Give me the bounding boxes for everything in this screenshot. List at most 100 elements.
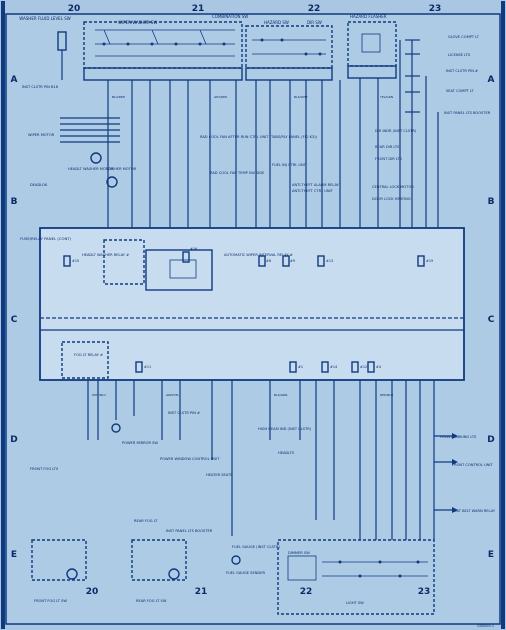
- col-label-22-bottom: 22: [300, 587, 313, 597]
- fuse-8: [258, 255, 266, 267]
- fuse-11-label: #11: [144, 365, 151, 369]
- glove-compt-lt-label: GLOVE COMPT LT: [448, 35, 480, 39]
- washer-motor-label: WASHER MOTOR: [106, 167, 137, 171]
- col-label-23-top: 23: [429, 4, 442, 14]
- fuel-gauge-label: FUEL GAUGE (INST CLSTR): [232, 545, 280, 549]
- license-lts-label: LICENSE LTS: [448, 53, 471, 57]
- row-label-e-left: E: [11, 550, 17, 560]
- inst-clstr-pin-top-label: INST CLSTR PIN #: [446, 69, 478, 73]
- wiper-motor-wires: [60, 117, 120, 143]
- row-label-c-left: C: [11, 315, 18, 325]
- central-lock-motor-label: CENTRAL LOCK MOTOR: [372, 185, 414, 189]
- fuse-14-label: #14: [330, 365, 337, 369]
- fuse-9-label: #9: [290, 259, 295, 263]
- fuse-4: [367, 361, 375, 373]
- row-label-a-left: A: [11, 75, 18, 85]
- col-label-21-bottom: 21: [195, 587, 208, 597]
- combination-sw-label: COMBINATION SW: [212, 14, 248, 19]
- wire-tag-4: YEL/GRN: [380, 95, 393, 99]
- front-dir-lts-label: FRONT DIR LTS: [375, 157, 403, 161]
- wiper-interval-relay-label: AUTOMATIC WIPER INTERVAL RELAY #: [224, 253, 293, 257]
- wiper-washer-sw-label: WIPER/WASHER SW: [118, 20, 157, 25]
- front-parking-lts-label: FRONT PARKING LTS: [440, 435, 477, 439]
- headlt-washer-relay: [103, 239, 145, 285]
- fuse-12-label: #12: [360, 365, 367, 369]
- col-label-20-bottom: 20: [86, 587, 99, 597]
- hazard-flasher-relay: [361, 33, 381, 53]
- fuse-11: [135, 361, 143, 373]
- headlt-washer-motor-icon: [90, 152, 102, 164]
- hazard-flasher-connector: [347, 65, 397, 79]
- anti-theft-alarm-relay-label: ANTI-THEFT ALARM RELAY: [292, 183, 340, 187]
- fuse-19: [417, 255, 425, 267]
- inst-clstr-pin-d-label: INST CLSTR PIN #: [168, 411, 200, 415]
- front-fog-lt-sw: [31, 539, 87, 581]
- rad-cool-fan-temp-sw-label: RAD COOL FAN TEMP SW SIDE: [210, 171, 265, 175]
- dimmer-sw-label: DIMMER SW: [288, 551, 310, 555]
- wire-tag-5: WHT/BLU: [92, 393, 106, 397]
- fuse-relay-panel: [39, 227, 465, 381]
- dir-sw-label: DIR SW: [307, 20, 322, 25]
- fuse-1-label: #1: [298, 365, 303, 369]
- rear-fog-lt-sw: [131, 539, 187, 581]
- heater-seats-label: HEATER SEATS: [206, 473, 233, 477]
- fuse-16-label: #16: [190, 247, 197, 251]
- fuse-19-label: #19: [426, 259, 433, 263]
- inst-clstr-pin-label: INST CLSTR PIN B16: [22, 85, 59, 89]
- row-label-d-left: D: [10, 435, 17, 445]
- row-label-a-right: A: [488, 75, 495, 85]
- fuse-1: [289, 361, 297, 373]
- hazard-sw-label: HAZARD SW: [264, 20, 289, 25]
- light-sw-box: [277, 539, 435, 615]
- col-label-21-top: 21: [192, 4, 205, 14]
- rad-cool-fan-cut-label: RAD COOL FAN AFTER RUN CTRL UNIT (TABS/R…: [200, 135, 318, 139]
- power-mirror-sw-label: POWER MIRROR SW: [122, 441, 158, 445]
- fuse-13-label: #13: [326, 259, 333, 263]
- headlt-washer-relay-label: HEADLT WASHER RELAY #: [82, 253, 129, 257]
- wiper-motor-label: WIPER MOTOR: [28, 133, 55, 137]
- fuse-13: [317, 255, 325, 267]
- row-label-e-right: E: [488, 550, 494, 560]
- trunk-wires-bottom: [87, 380, 435, 540]
- front-fog-lts-label: FRONT FOG LTS: [30, 467, 59, 471]
- right-side-arrows: [434, 433, 458, 513]
- trunk-wires-top: [107, 40, 439, 228]
- dimmer-sw: [287, 555, 317, 581]
- inst-panel-lts-booster-e-label: INST PANEL LTS BOOSTER: [166, 529, 213, 533]
- fuse-16: [182, 251, 190, 263]
- washer-fluid-level-sw-label: WASHER FLUID LEVEL SW: [19, 16, 70, 21]
- fuse-9: [282, 255, 290, 267]
- fuse-15-label: #15: [72, 259, 79, 263]
- wire-tag-8: RED/BLU: [380, 393, 393, 397]
- wire-tag-7: BLK/GRN: [274, 393, 287, 397]
- row-label-b-left: B: [11, 197, 18, 207]
- rear-fog-lt-label: REAR FOG LT: [134, 519, 158, 523]
- light-sw-contacts: [322, 560, 428, 578]
- dir-ind-label: DIR INDR (INST CLSTR): [375, 129, 417, 133]
- wiper-washer-connector: [83, 67, 243, 81]
- rear-fog-lt-sw-knob: [168, 568, 180, 580]
- seat-belt-warn-relay-label: SEAT BELT WARN RELAY: [452, 509, 496, 513]
- anti-theft-ctrl-unit-label: ANTI-THEFT CTRL UNIT: [292, 189, 334, 193]
- col-label-22-top: 22: [308, 4, 321, 14]
- door-lock-heating-label: DOOR LOCK HEATING: [372, 197, 411, 201]
- power-mirror-sw-icon: [111, 423, 121, 433]
- fuse-4-label: #4: [376, 365, 381, 369]
- fuel-gauge-sender-label: FUEL GAUGE SENDER: [226, 571, 265, 575]
- col-label-20-top: 20: [68, 4, 81, 14]
- fog-lt-relay-label: FOG LT RELAY #: [74, 353, 103, 357]
- col-label-23-bottom: 23: [418, 587, 431, 597]
- washer-motor-icon: [106, 176, 118, 188]
- headlt-washer-motor-label: HEADLT WASHER MOTOR: [68, 167, 114, 171]
- fuse-15: [63, 255, 71, 267]
- row-label-b-right: B: [488, 197, 495, 207]
- hazard-dir-connector: [245, 67, 333, 81]
- fog-lt-relay: [61, 341, 109, 379]
- wire-tag-1: BLU/RED: [112, 95, 126, 99]
- fuse-14: [321, 361, 329, 373]
- row-label-c-right: C: [488, 315, 495, 325]
- fuse-8-label: #8: [266, 259, 271, 263]
- fuel-gauge-sender-icon: [231, 555, 241, 565]
